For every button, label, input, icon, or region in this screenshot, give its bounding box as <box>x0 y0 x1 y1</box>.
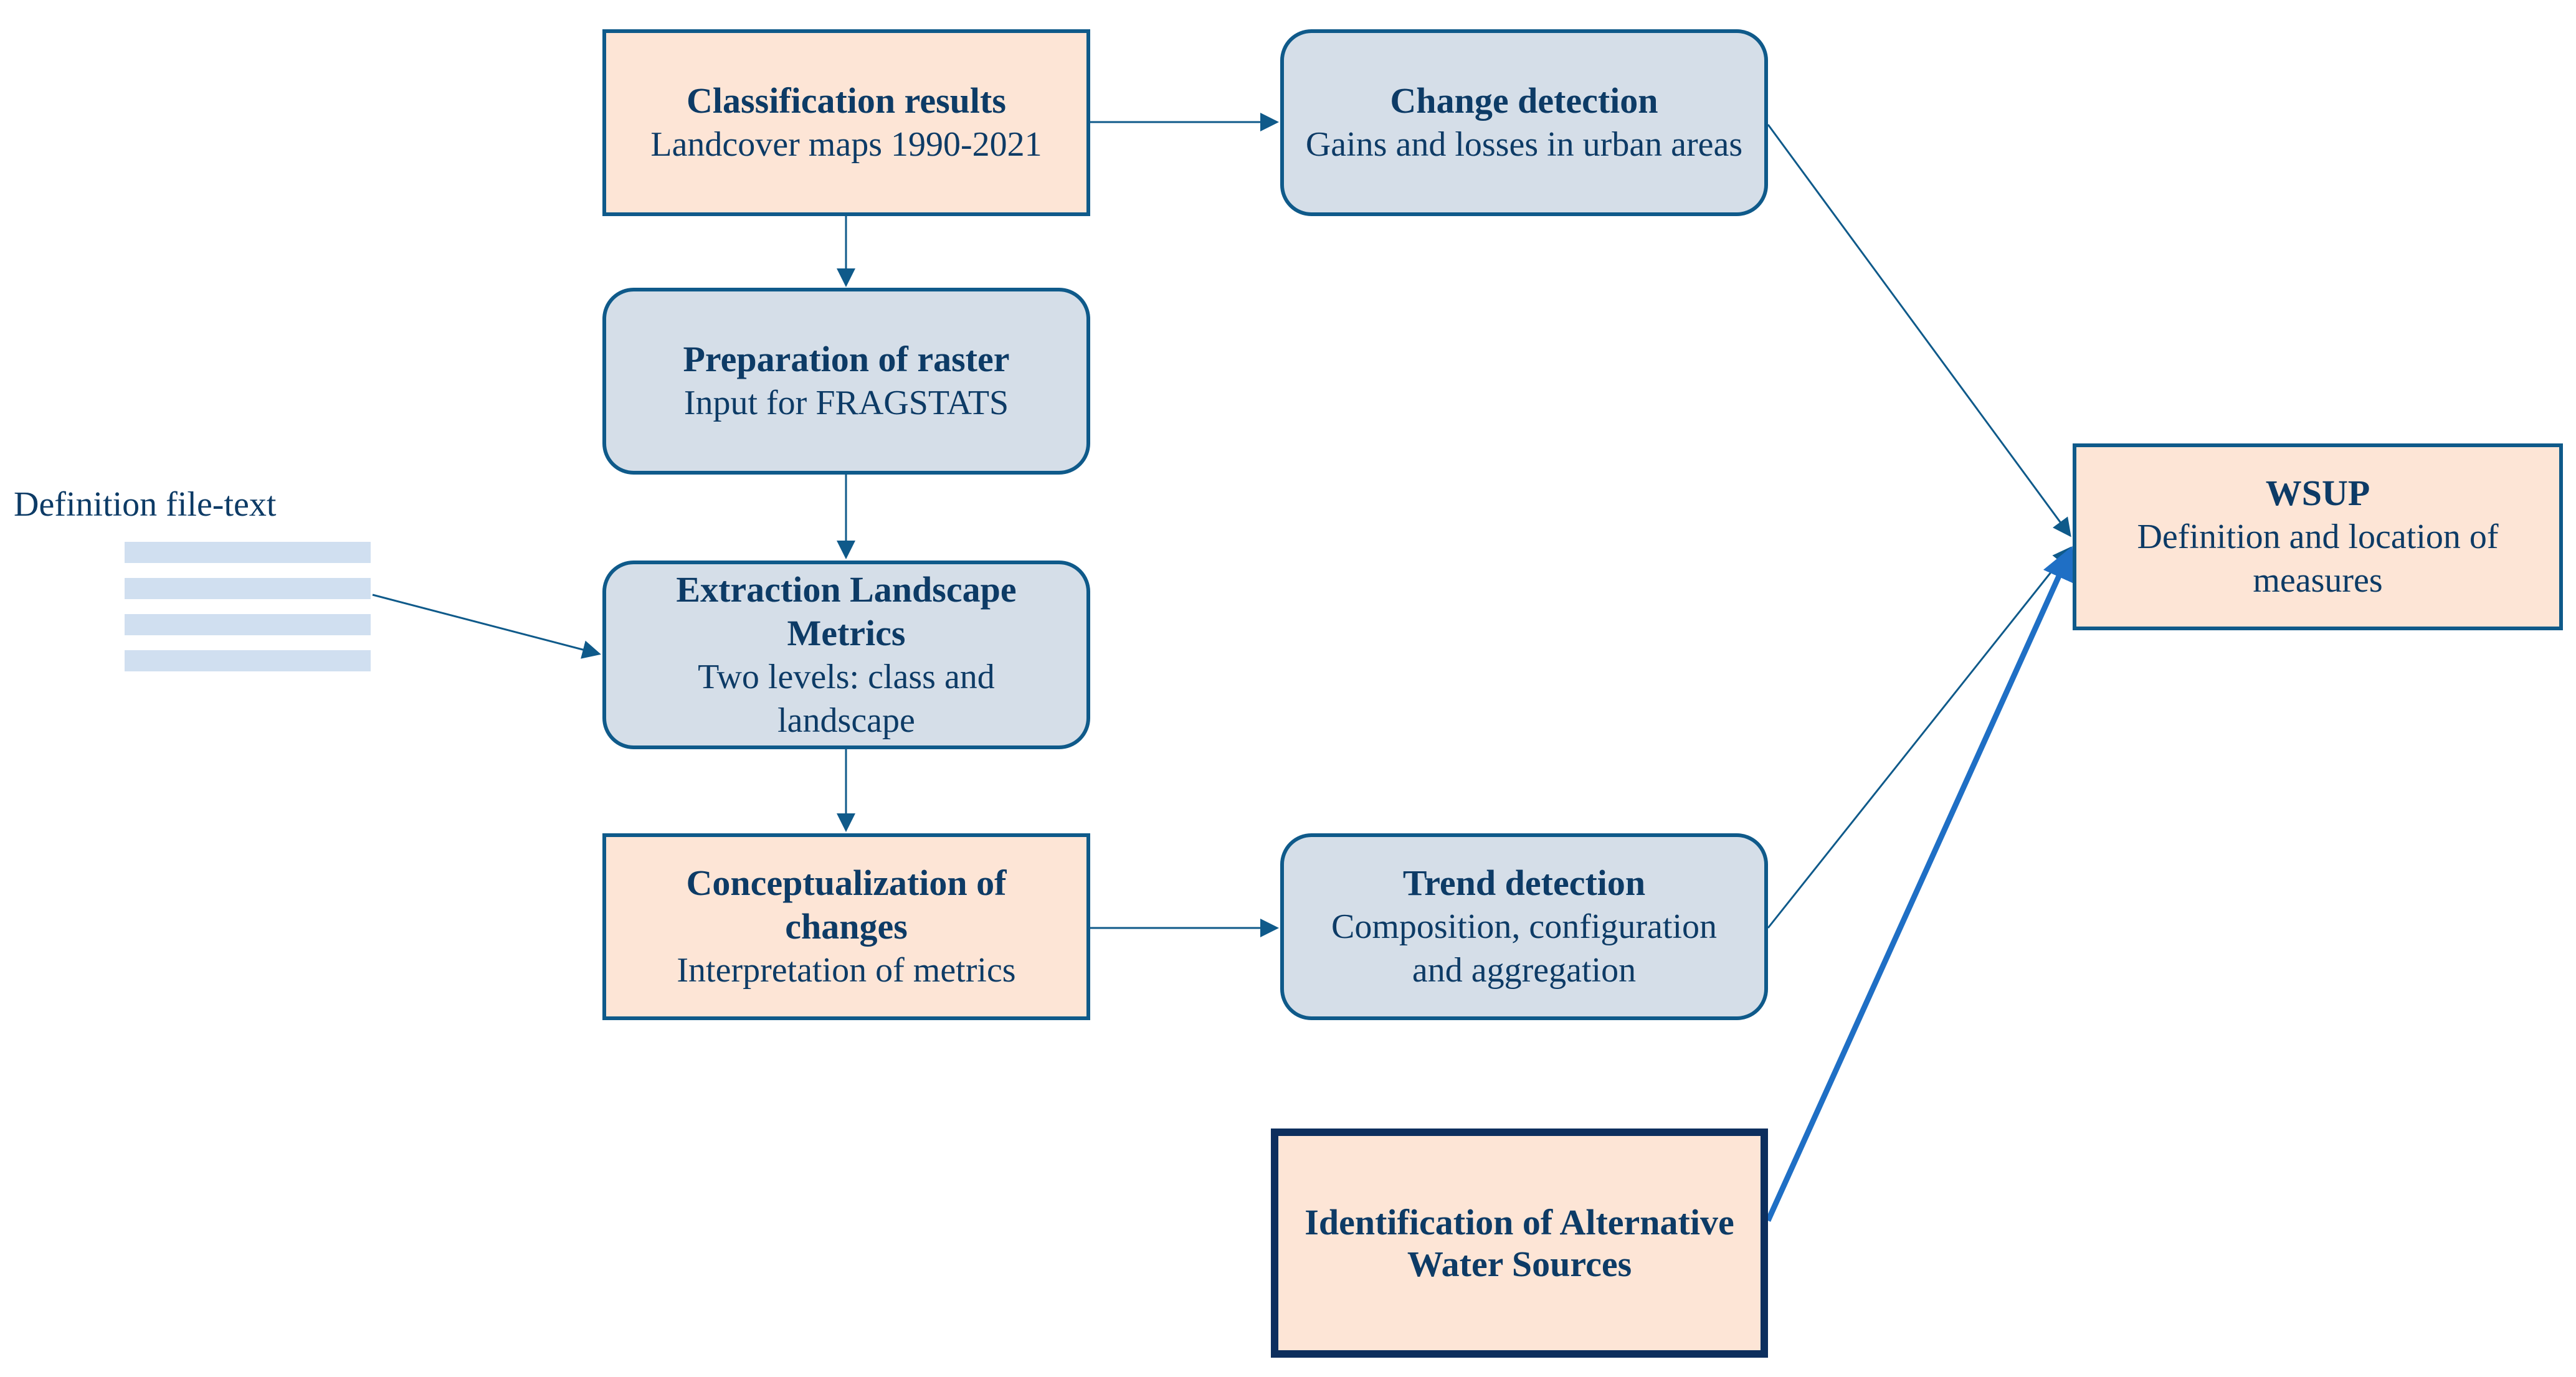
extraction-title: Extraction Landscape Metrics <box>676 569 1017 653</box>
trend-subtitle: Composition, configuration and aggregati… <box>1331 907 1718 990</box>
classification-results-box: Classification results Landcover maps 19… <box>602 29 1090 216</box>
arrow-change-to-wsup <box>1767 124 2071 537</box>
text-line-bar <box>125 650 371 671</box>
conceptualization-of-changes-box: Conceptualization of changes Interpretat… <box>602 833 1090 1020</box>
trend-detection-box: Trend detection Composition, configurati… <box>1280 833 1768 1020</box>
classification-subtitle: Landcover maps 1990-2021 <box>650 125 1042 164</box>
preparation-title: Preparation of raster <box>683 339 1010 379</box>
change-subtitle: Gains and losses in urban areas <box>1305 125 1743 164</box>
preparation-of-raster-box: Preparation of raster Input for FRAGSTAT… <box>602 288 1090 475</box>
definition-file-label: Definition file-text <box>14 485 277 524</box>
identification-title: Identification of Alternative Water Sour… <box>1305 1202 1734 1284</box>
wsup-box: WSUP Definition and location of measures <box>2073 443 2563 630</box>
conceptualization-title: Conceptualization of changes <box>686 863 1007 947</box>
change-detection-box: Change detection Gains and losses in urb… <box>1280 29 1768 216</box>
preparation-subtitle: Input for FRAGSTATS <box>683 384 1009 422</box>
text-lines-icon <box>125 542 371 686</box>
conceptualization-subtitle: Interpretation of metrics <box>677 951 1016 990</box>
text-line-bar <box>125 614 371 635</box>
classification-title: Classification results <box>687 80 1006 121</box>
trend-title: Trend detection <box>1402 863 1646 903</box>
text-line-bar <box>125 542 371 563</box>
arrow-trend-to-wsup <box>1767 546 2071 929</box>
extraction-landscape-metrics-box: Extraction Landscape Metrics Two levels:… <box>602 561 1090 749</box>
change-title: Change detection <box>1390 80 1658 121</box>
identification-alternative-water-sources-box: Identification of Alternative Water Sour… <box>1271 1129 1768 1358</box>
arrow-identification-to-wsup <box>1765 546 2075 1222</box>
arrow-definition-to-extraction <box>372 594 601 659</box>
wsup-title: WSUP <box>2265 473 2370 513</box>
text-line-bar <box>125 578 371 599</box>
extraction-subtitle: Two levels: class and landscape <box>698 657 995 740</box>
wsup-subtitle: Definition and location of measures <box>2137 518 2499 600</box>
